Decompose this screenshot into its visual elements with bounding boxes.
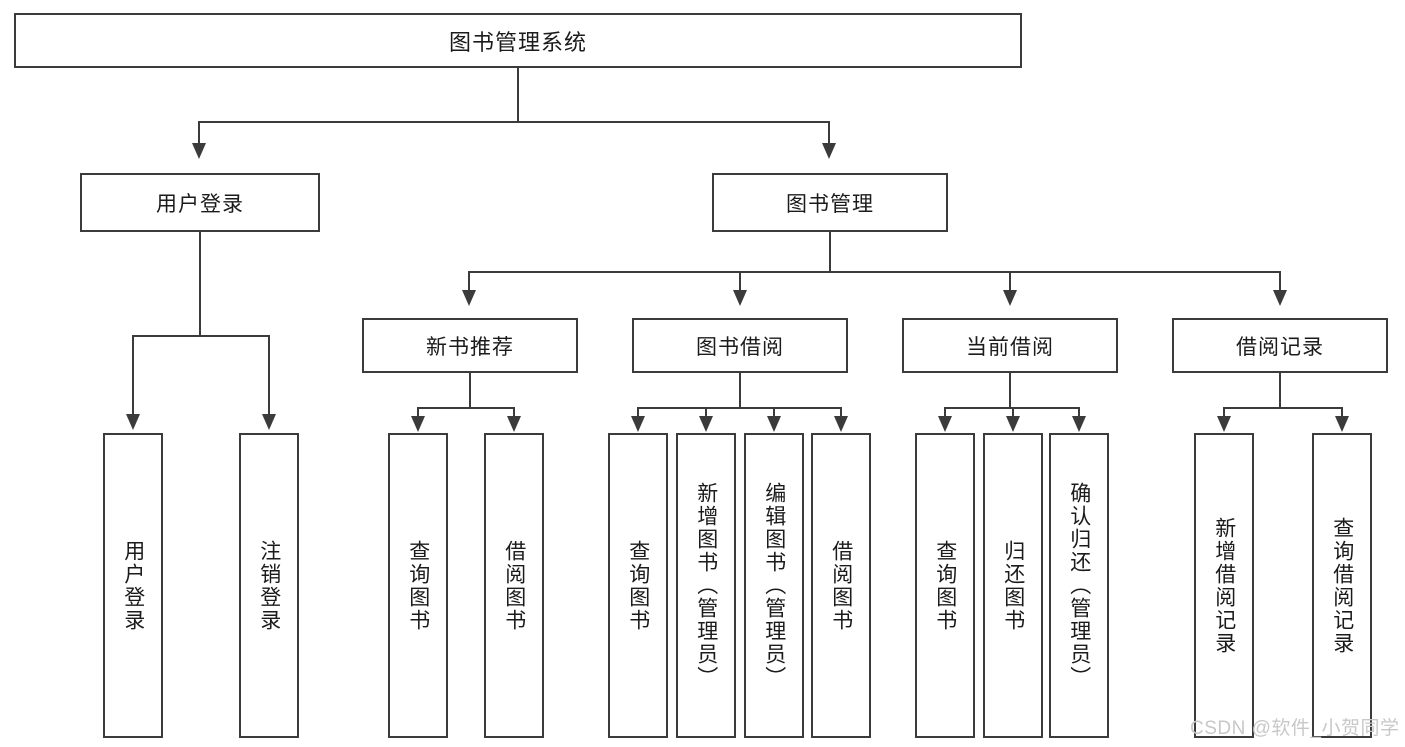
- arrowhead-bb-edit: [767, 416, 781, 432]
- leaf-borrow-record-query-record[interactable]: 查询借阅记录: [1312, 433, 1372, 738]
- arrowhead-cb-query: [938, 416, 952, 432]
- leaf-book-borrow-borrow-book[interactable]: 借阅图书: [811, 433, 871, 738]
- arrowhead-book-borrow: [733, 290, 747, 306]
- node-label: 借阅图书: [502, 539, 526, 632]
- node-label: 查询图书: [933, 539, 957, 632]
- node-label: 图书借阅: [696, 335, 784, 359]
- node-label: 用户登录: [121, 539, 145, 632]
- node-label: 注销登录: [257, 539, 281, 632]
- node-label: 新增借阅记录: [1212, 516, 1236, 655]
- leaf-current-borrow-confirm-return[interactable]: 确认归还（管理员）: [1049, 433, 1109, 738]
- node-label: 当前借阅: [966, 335, 1054, 359]
- edge-bb-to-borrow: [840, 407, 842, 419]
- arrowhead-leaf-user-login: [126, 414, 140, 430]
- edge-new-book-bus: [417, 407, 515, 409]
- edge-cb-to-confirm: [1078, 407, 1080, 419]
- arrowhead-cb-return: [1006, 416, 1020, 432]
- node-borrow-record[interactable]: 借阅记录: [1172, 318, 1388, 373]
- arrowhead-cb-confirm: [1072, 416, 1086, 432]
- node-label: 编辑图书（管理员）: [762, 482, 786, 689]
- edge-new-book-stem: [469, 373, 471, 409]
- arrowhead-br-add: [1217, 416, 1231, 432]
- arrowhead-new-book-borrow: [507, 416, 521, 432]
- arrowhead-borrow-record: [1273, 290, 1287, 306]
- edge-bb-to-edit: [773, 407, 775, 419]
- node-new-book-recommend[interactable]: 新书推荐: [362, 318, 578, 373]
- leaf-user-login[interactable]: 用户登录: [103, 433, 163, 738]
- arrowhead-user-login: [192, 143, 206, 159]
- node-label: 图书管理系统: [448, 29, 587, 55]
- leaf-current-borrow-query-book[interactable]: 查询图书: [915, 433, 975, 738]
- leaf-borrow-record-add-record[interactable]: 新增借阅记录: [1194, 433, 1254, 738]
- edge-br-to-query: [1341, 407, 1343, 419]
- leaf-book-borrow-query-book[interactable]: 查询图书: [608, 433, 668, 738]
- edge-borrow-record-bus: [1223, 407, 1343, 409]
- edge-current-borrow-stem: [1009, 373, 1011, 409]
- leaf-new-book-borrow-book[interactable]: 借阅图书: [484, 433, 544, 738]
- arrowhead-leaf-logout: [262, 414, 276, 430]
- node-user-login[interactable]: 用户登录: [80, 173, 320, 232]
- arrowhead-new-book-recommend: [462, 290, 476, 306]
- leaf-new-book-query-book[interactable]: 查询图书: [388, 433, 448, 738]
- edge-root-to-book-management: [828, 121, 830, 147]
- edge-book-management-bus: [468, 271, 1280, 273]
- edge-book-borrow-bus: [637, 407, 841, 409]
- edge-bm-to-current-borrow: [1009, 271, 1011, 293]
- leaf-user-logout[interactable]: 注销登录: [239, 433, 299, 738]
- arrowhead-current-borrow: [1003, 290, 1017, 306]
- node-label: 归还图书: [1001, 539, 1025, 632]
- node-label: 查询图书: [626, 539, 650, 632]
- edge-book-borrow-stem: [739, 373, 741, 409]
- edge-bb-to-add: [705, 407, 707, 419]
- node-root-book-management-system[interactable]: 图书管理系统: [14, 13, 1022, 68]
- edge-root-stem: [517, 68, 519, 122]
- edge-cb-to-query: [944, 407, 946, 419]
- edge-bm-to-book-borrow: [739, 271, 741, 293]
- edge-borrow-record-stem: [1279, 373, 1281, 409]
- node-label: 借阅记录: [1236, 335, 1324, 359]
- node-current-borrow[interactable]: 当前借阅: [902, 318, 1118, 373]
- arrowhead-new-book-query: [411, 416, 425, 432]
- edge-book-management-stem: [829, 232, 831, 273]
- edge-bb-to-query: [637, 407, 639, 419]
- csdn-watermark: CSDN @软件_小贺同学: [1190, 718, 1400, 739]
- edge-br-to-add: [1223, 407, 1225, 419]
- edge-user-login-stem: [199, 232, 201, 336]
- edge-new-book-to-borrow: [513, 407, 515, 419]
- arrowhead-bb-borrow: [834, 416, 848, 432]
- node-label: 新增图书（管理员）: [694, 482, 718, 689]
- arrowhead-book-management: [822, 143, 836, 159]
- arrowhead-bb-query: [631, 416, 645, 432]
- node-label: 用户登录: [156, 192, 244, 216]
- node-book-borrow[interactable]: 图书借阅: [632, 318, 848, 373]
- edge-new-book-to-query: [417, 407, 419, 419]
- edge-user-login-bus: [132, 335, 269, 337]
- node-label: 借阅图书: [829, 539, 853, 632]
- edge-bm-to-borrow-record: [1279, 271, 1281, 293]
- edge-user-login-to-logout: [268, 335, 270, 417]
- edge-user-login-to-login: [132, 335, 134, 417]
- node-label: 确认归还（管理员）: [1067, 482, 1091, 689]
- node-book-management[interactable]: 图书管理: [712, 173, 948, 232]
- edge-root-to-user-login: [198, 121, 200, 147]
- node-label: 查询图书: [406, 539, 430, 632]
- arrowhead-br-query: [1335, 416, 1349, 432]
- arrowhead-bb-add: [699, 416, 713, 432]
- node-label: 查询借阅记录: [1330, 516, 1354, 655]
- leaf-book-borrow-edit-book[interactable]: 编辑图书（管理员）: [744, 433, 804, 738]
- leaf-book-borrow-add-book[interactable]: 新增图书（管理员）: [676, 433, 736, 738]
- node-label: 图书管理: [786, 192, 874, 216]
- edge-bm-to-new-book: [468, 271, 470, 293]
- leaf-current-borrow-return-book[interactable]: 归还图书: [983, 433, 1043, 738]
- edge-root-bus: [198, 121, 830, 123]
- edge-cb-to-return: [1012, 407, 1014, 419]
- node-label: 新书推荐: [426, 335, 514, 359]
